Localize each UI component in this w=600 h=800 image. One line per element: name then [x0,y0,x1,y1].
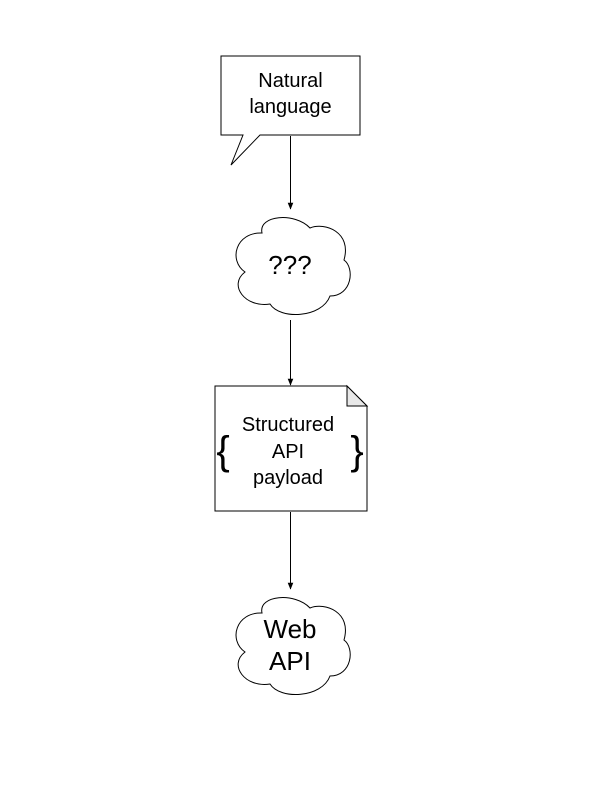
payload-line-3: payload [252,467,324,489]
speech-line-1: Natural [258,70,323,92]
webapi-line-1: Web [263,614,317,644]
cloud-unknown-shape [235,217,351,315]
document-fold-icon [346,384,369,407]
payload-line-2: API [271,440,305,463]
speech-line-2: language [249,96,332,118]
webapi-line-2: API [269,646,311,676]
document-brace-right: } [348,425,366,477]
cloud-webapi-shape [235,597,351,695]
payload-line-1: Structured [241,414,335,436]
speech-bubble-shape [220,55,361,166]
document-brace-left: { [214,425,232,477]
unknown-text: ??? [268,250,312,280]
document-label: Structured API payload [232,412,344,492]
cloud-unknown-label: ??? [240,249,340,281]
brace-left: { [216,429,230,473]
cloud-webapi-label: Web API [240,613,340,677]
speech-bubble-label: Natural language [221,68,360,120]
document-shape [214,385,368,512]
brace-right: } [350,429,364,473]
